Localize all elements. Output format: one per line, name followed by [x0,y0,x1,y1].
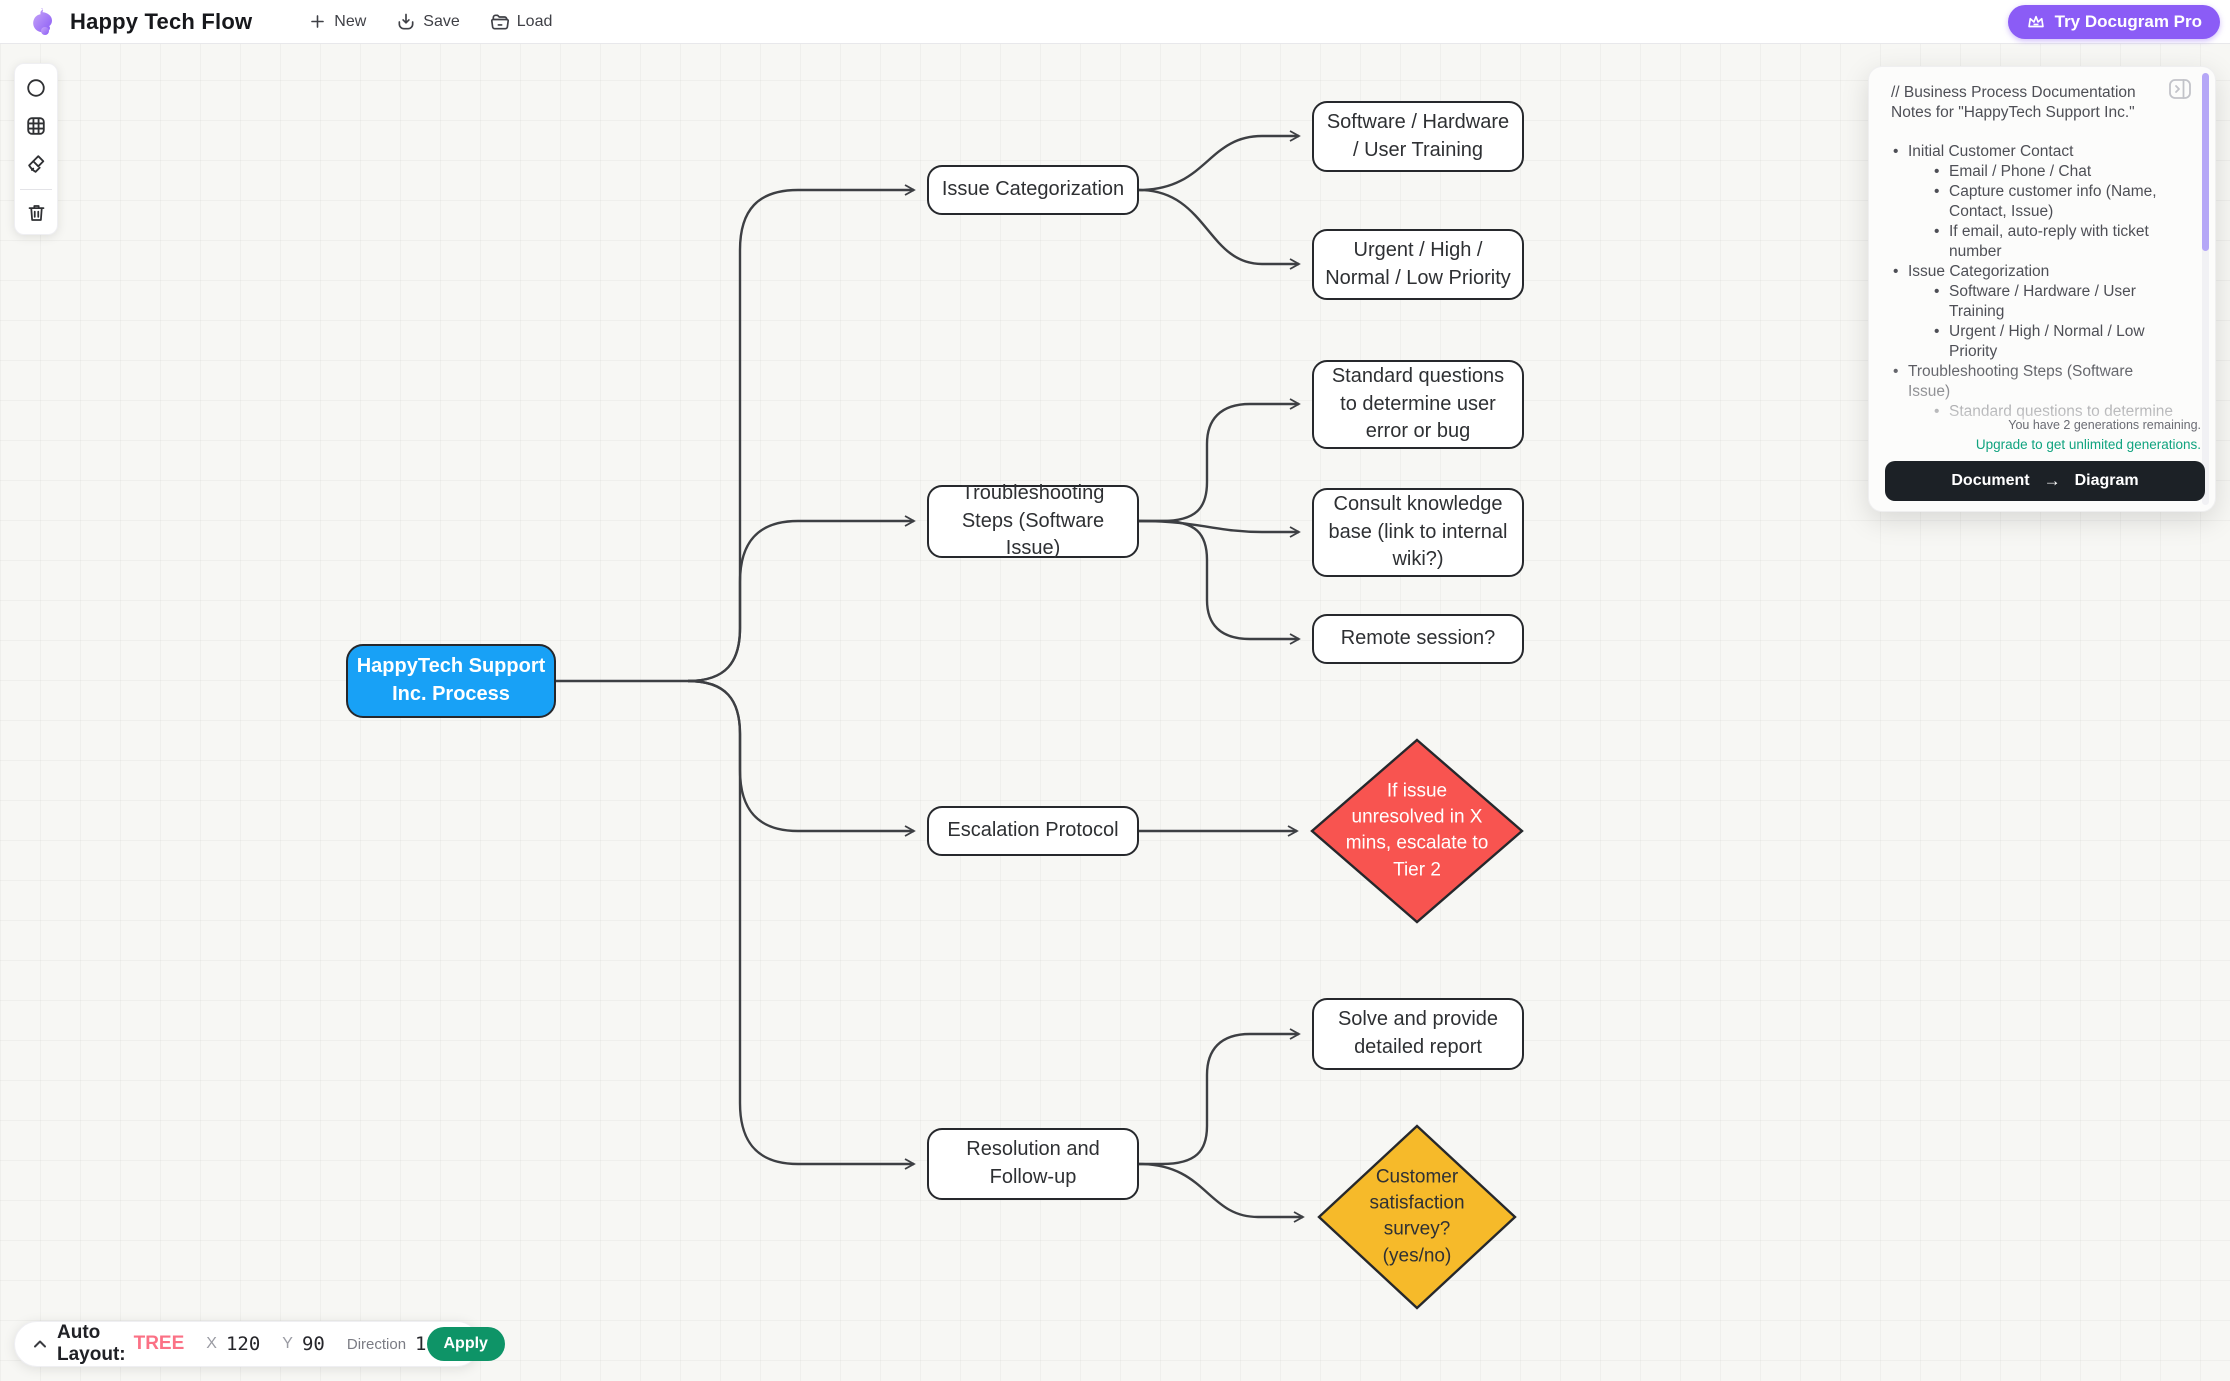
app-title: Happy Tech Flow [70,8,253,34]
tool-rail [14,63,58,235]
node-survey-decision[interactable]: Customer satisfaction survey? (yes/no) [1317,1124,1517,1310]
app-header: Happy Tech Flow New Save Load Try Docugr… [0,0,2230,44]
node-label: Remote session? [1340,627,1496,650]
broom-icon [28,155,45,173]
node-software-hardware[interactable]: Software / Hardware / User Training [1312,101,1524,172]
auto-layout-label: Auto Layout: [57,1322,126,1365]
node-label: Urgent / High / Normal / Low Priority [1325,238,1511,289]
outline-subitem: If email, auto-reply with ticket number [1932,222,2175,262]
notes-panel: // Business Process Documentation Notes … [1868,66,2216,512]
notes-footer: You have 2 generations remaining. Upgrad… [1885,418,2205,501]
node-escalation-protocol[interactable]: Escalation Protocol [927,806,1139,856]
crown-icon [2027,15,2044,28]
panel-scrollbar-track [2202,73,2209,505]
outline-item: Issue Categorization Software / Hardware… [1891,262,2175,362]
node-label: Consult knowledge base (link to internal… [1328,493,1508,571]
grid-tool-button[interactable] [18,110,54,143]
node-issue-categorization[interactable]: Issue Categorization [927,165,1139,215]
apply-layout-button[interactable]: Apply [426,1327,505,1361]
y-spacing-value[interactable]: 90 [301,1333,325,1355]
outline-item: Troubleshooting Steps (Software Issue) S… [1891,362,2175,422]
diamond-shape [1310,738,1524,924]
x-spacing-label: X [206,1335,217,1352]
app-logo-icon [33,7,52,35]
circle-icon [27,79,45,98]
clean-canvas-button[interactable] [18,148,54,181]
load-label: Load [516,12,553,30]
node-remote-session[interactable]: Remote session? [1312,614,1524,664]
plus-icon [311,15,325,28]
new-button[interactable]: New [300,6,374,37]
new-label: New [334,12,367,30]
node-resolution-followup[interactable]: Resolution and Follow-up [927,1128,1139,1200]
node-label: If issue unresolved in X mins, escalate … [1345,780,1489,881]
arrow-right-icon: → [2043,471,2061,490]
outline-item: Initial Customer Contact Email / Phone /… [1891,142,2175,262]
node-label: Resolution and Follow-up [966,1138,1100,1188]
node-troubleshooting[interactable]: Troubleshooting Steps (Software Issue) [927,482,1139,559]
panel-scrollbar-thumb[interactable] [2202,73,2209,251]
collapse-panel-button[interactable] [2167,76,2193,102]
document-to-diagram-button[interactable]: Document → Diagram [1885,461,2205,501]
node-label: Customer satisfaction survey? (yes/no) [1369,1166,1465,1267]
outline-subitem: Capture customer info (Name, Contact, Is… [1932,182,2175,222]
node-label: Software / Hardware / User Training [1326,110,1510,161]
delete-button[interactable] [18,196,54,229]
try-pro-button[interactable]: Try Docugram Pro [2007,5,2220,39]
node-tier2-decision[interactable]: If issue unresolved in X mins, escalate … [1310,738,1524,924]
direction-value[interactable]: 1 [415,1333,427,1355]
node-consult-knowledge-base[interactable]: Consult knowledge base (link to internal… [1312,488,1524,577]
folder-icon [490,14,509,29]
auto-layout-bar: Auto Layout: TREE X 120 Y 90 Direction 1… [14,1321,505,1367]
toolbar-divider [20,189,52,191]
node-label: HappyTech Support Inc. Process [356,655,546,705]
outline-subitem: Software / Hardware / User Training [1932,282,2175,322]
node-standard-questions[interactable]: Standard questions to determine user err… [1312,360,1524,449]
generate-from-label: Document [1951,472,2030,489]
brand: Happy Tech Flow [24,5,252,39]
outline-subitem: Email / Phone / Chat [1932,162,2175,182]
node-label: Troubleshooting Steps (Software Issue) [961,482,1105,560]
upgrade-link[interactable]: Upgrade to get unlimited generations. [1975,437,2201,452]
trash-icon [28,205,44,221]
header-menu: New Save Load [300,6,560,38]
try-pro-label: Try Docugram Pro [2054,12,2202,31]
node-label: Solve and provide detailed report [1337,1008,1499,1058]
node-label: Issue Categorization [941,178,1125,201]
generate-to-label: Diagram [2074,472,2139,489]
save-label: Save [423,12,460,30]
outline-subitem: Urgent / High / Normal / Low Priority [1932,322,2175,362]
collapse-bar-button[interactable] [33,1339,47,1349]
load-button[interactable]: Load [482,6,561,38]
grid-icon [27,117,45,135]
y-spacing-label: Y [282,1335,293,1352]
circle-tool-button[interactable] [18,72,54,105]
x-spacing-value[interactable]: 120 [225,1333,261,1355]
node-label: Standard questions to determine user err… [1331,365,1505,443]
node-priority[interactable]: Urgent / High / Normal / Low Priority [1312,229,1524,300]
node-solve-report[interactable]: Solve and provide detailed report [1312,998,1524,1070]
node-root-process[interactable]: HappyTech Support Inc. Process [346,644,556,718]
diamond-shape [1317,1124,1517,1310]
direction-label: Direction [346,1335,407,1353]
notes-heading: // Business Process Documentation Notes … [1891,84,2136,121]
save-button[interactable]: Save [388,6,467,38]
notes-outline: Initial Customer Contact Email / Phone /… [1891,142,2175,422]
chevron-up-icon [34,1340,46,1348]
save-icon [398,13,414,29]
node-label: Escalation Protocol [947,819,1119,842]
generations-remaining-text: You have 2 generations remaining. [2008,418,2201,432]
collapse-panel-icon [2169,79,2191,99]
layout-mode-value[interactable]: TREE [133,1333,185,1354]
